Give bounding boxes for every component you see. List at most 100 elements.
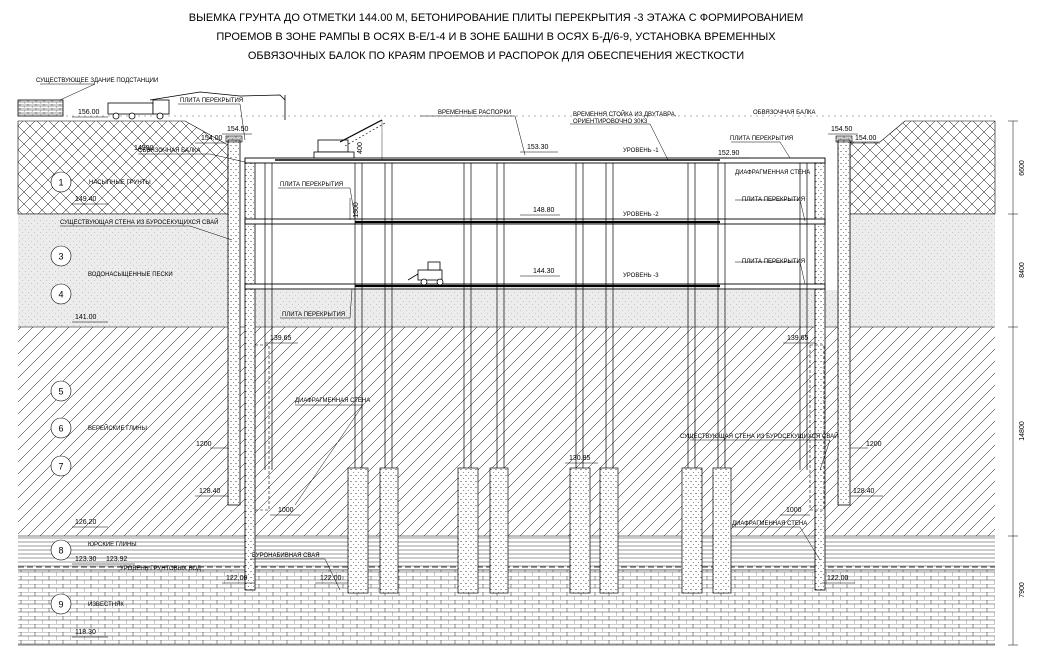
elev-141-00: 141.00 [75, 314, 97, 321]
elev-154-50-left: 154.50 [227, 126, 249, 133]
equipment [17, 91, 444, 286]
label-existing-wall: СУЩЕСТВУЮЩАЯ СТЕНА ИЗ БУРОСЕКУЩИХСЯ СВАЙ [60, 218, 218, 226]
elev-154-00-left: 154.00 [201, 135, 223, 142]
elev-128-40-right: 128.40 [853, 488, 875, 495]
elev-139-65-left: 139.65 [270, 335, 292, 342]
elev-122-00-a: 122.00 [226, 575, 248, 582]
svg-text:5: 5 [58, 387, 63, 397]
bored-pile [681, 467, 703, 594]
label-substation: СУЩЕСТВУЮЩЕЕ ЗДАНИЕ ПОДСТАНЦИИ [36, 78, 158, 84]
bored-pile [347, 467, 369, 594]
labels: СУЩЕСТВУЮЩЕЕ ЗДАНИЕ ПОДСТАНЦИИ ПЛИТА ПЕР… [36, 78, 838, 608]
svg-text:1: 1 [58, 178, 63, 188]
elev-153-30: 153.30 [527, 144, 549, 151]
label-diaphragm-left: ДИАФРАГМЕННАЯ СТЕНА [295, 398, 370, 404]
substation-building [17, 99, 64, 117]
soil-sand-right [850, 214, 995, 327]
soil-fill-left [17, 120, 229, 215]
label-sands: ВОДОНАСЫЩЕННЫЕ ПЕСКИ [88, 272, 173, 278]
layer-marker-7: 7 [50, 455, 72, 477]
soil-sand-inner-lower [245, 290, 850, 327]
bored-pile [457, 467, 479, 594]
dim-1200-right: 1200 [866, 441, 882, 448]
elev-144-30: 144.30 [533, 268, 555, 275]
dim-1000-left: 1000 [278, 507, 294, 514]
title-block: ВЫЕМКА ГРУНТА ДО ОТМЕТКИ 144.00 М, БЕТОН… [189, 12, 803, 62]
bored-piles [347, 467, 732, 594]
pile-head-right [835, 135, 853, 143]
label-slab-right-l3: ПЛИТА ПЕРЕКРЫТИЯ [742, 259, 805, 265]
dim-1300: 1300 [353, 202, 360, 218]
walls [225, 135, 853, 591]
elev-149-40: 149.40 [75, 196, 97, 203]
svg-text:9: 9 [58, 600, 63, 610]
dim-6600: 6600 [1019, 160, 1026, 176]
excavator [407, 261, 444, 286]
label-existing-wall-right: СУЩЕСТВУЮЩАЯ СТЕНА ИЗ БУРОСЕКУЩИХСЯ СВАЙ [680, 432, 838, 440]
diaphragm-wall-left [244, 159, 256, 591]
dim-7900: 7900 [1019, 582, 1026, 598]
layer-marker-8: 8 [50, 539, 72, 561]
layer-markers: 1 3 4 5 6 7 8 9 [50, 171, 72, 615]
label-bored-pile: БУРОНАБИВНАЯ СВАЯ [252, 553, 320, 559]
svg-text:6: 6 [58, 424, 63, 434]
slabs [244, 157, 826, 290]
elev-154-00-right: 154.00 [855, 135, 877, 142]
label-temp-struts: ВРЕМЕННЫЕ РАСПОРКИ [438, 110, 511, 116]
title-line-1: ВЫЕМКА ГРУНТА ДО ОТМЕТКИ 144.00 М, БЕТОН… [189, 12, 803, 24]
crawler-crane [313, 119, 386, 160]
temp-columns [264, 163, 808, 470]
dimensions: 6600 8400 14800 7900 14900 1300 400 1200… [134, 120, 1026, 646]
pile-head-left [225, 135, 243, 143]
label-slab-left-l3: ПЛИТА ПЕРЕКРЫТИЯ [282, 312, 345, 318]
layer-marker-9: 9 [50, 593, 72, 615]
label-level-2: УРОВЕНЬ -2 [623, 212, 659, 218]
elev-148-80: 148.80 [533, 207, 555, 214]
bored-pile [712, 467, 732, 594]
label-fill-soil: НАСЫПНЫЕ ГРУНТЫ [89, 180, 151, 186]
label-diaphragm-right-bottom: ДИАФРАГМЕННАЯ СТЕНА [732, 521, 807, 527]
label-level-3: УРОВЕНЬ -3 [623, 273, 659, 279]
leader-lines [40, 83, 831, 591]
dim-1200-left: 1200 [196, 441, 212, 448]
label-groundwater: УРОВЕНЬ ГРУНТОВЫХ ВОД [120, 566, 201, 572]
existing-pile-wall-right [837, 139, 851, 506]
label-diaphragm-right-top: ДИАФРАГМЕННАЯ СТЕНА [735, 170, 810, 176]
label-slab-left-l2: ПЛИТА ПЕРЕКРЫТИЯ [280, 182, 343, 188]
elev-130-85: 130.85 [569, 455, 591, 462]
existing-pile-wall-left [227, 139, 241, 506]
layer-marker-1: 1 [50, 171, 72, 193]
elev-128-40-left: 128.40 [199, 488, 221, 495]
soil-layers [17, 115, 996, 646]
excavation-upper-fill [245, 160, 850, 218]
elev-154-50-right: 154.50 [831, 126, 853, 133]
dim-400: 400 [357, 142, 364, 154]
soil-sand-left [18, 214, 228, 327]
dim-14800: 14800 [1019, 421, 1026, 441]
elev-122-00-c: 122.00 [827, 575, 849, 582]
bored-pile [569, 467, 591, 594]
layer-marker-6: 6 [50, 417, 72, 439]
label-slab-right-top: ПЛИТА ПЕРЕКРЫТИЯ [730, 136, 793, 142]
elev-122-00-b: 122.00 [320, 575, 342, 582]
label-ring-beam-left: ОБВЯЗОЧНАЯ БАЛКА [138, 148, 201, 154]
label-vereya-clays: ВЕРЕЙСКИЕ ГЛИНЫ [88, 424, 147, 432]
diaphragm-wall-right [814, 159, 826, 591]
cage-left [254, 344, 270, 511]
dim-1000-right: 1000 [786, 507, 802, 514]
svg-text:7: 7 [58, 462, 63, 472]
excavation [245, 160, 850, 290]
layer-marker-3: 3 [50, 245, 72, 267]
label-limestone: ИЗВЕСТНЯК [88, 602, 124, 608]
dim-14900: 14900 [134, 145, 154, 152]
elev-139-65-right: 139.65 [787, 335, 809, 342]
elev-123-92: 123.92 [106, 556, 128, 563]
columns [264, 163, 808, 594]
title-line-2: ПРОЕМОВ В ЗОНЕ РАМПЫ В ОСЯХ В-Е/1-4 И В … [216, 31, 776, 43]
bored-pile [379, 467, 399, 594]
elev-118-30: 118.30 [75, 629, 96, 636]
bored-pile [599, 467, 619, 594]
elev-156: 156.00 [78, 109, 100, 116]
elev-123-30: 123.30 [75, 556, 97, 563]
